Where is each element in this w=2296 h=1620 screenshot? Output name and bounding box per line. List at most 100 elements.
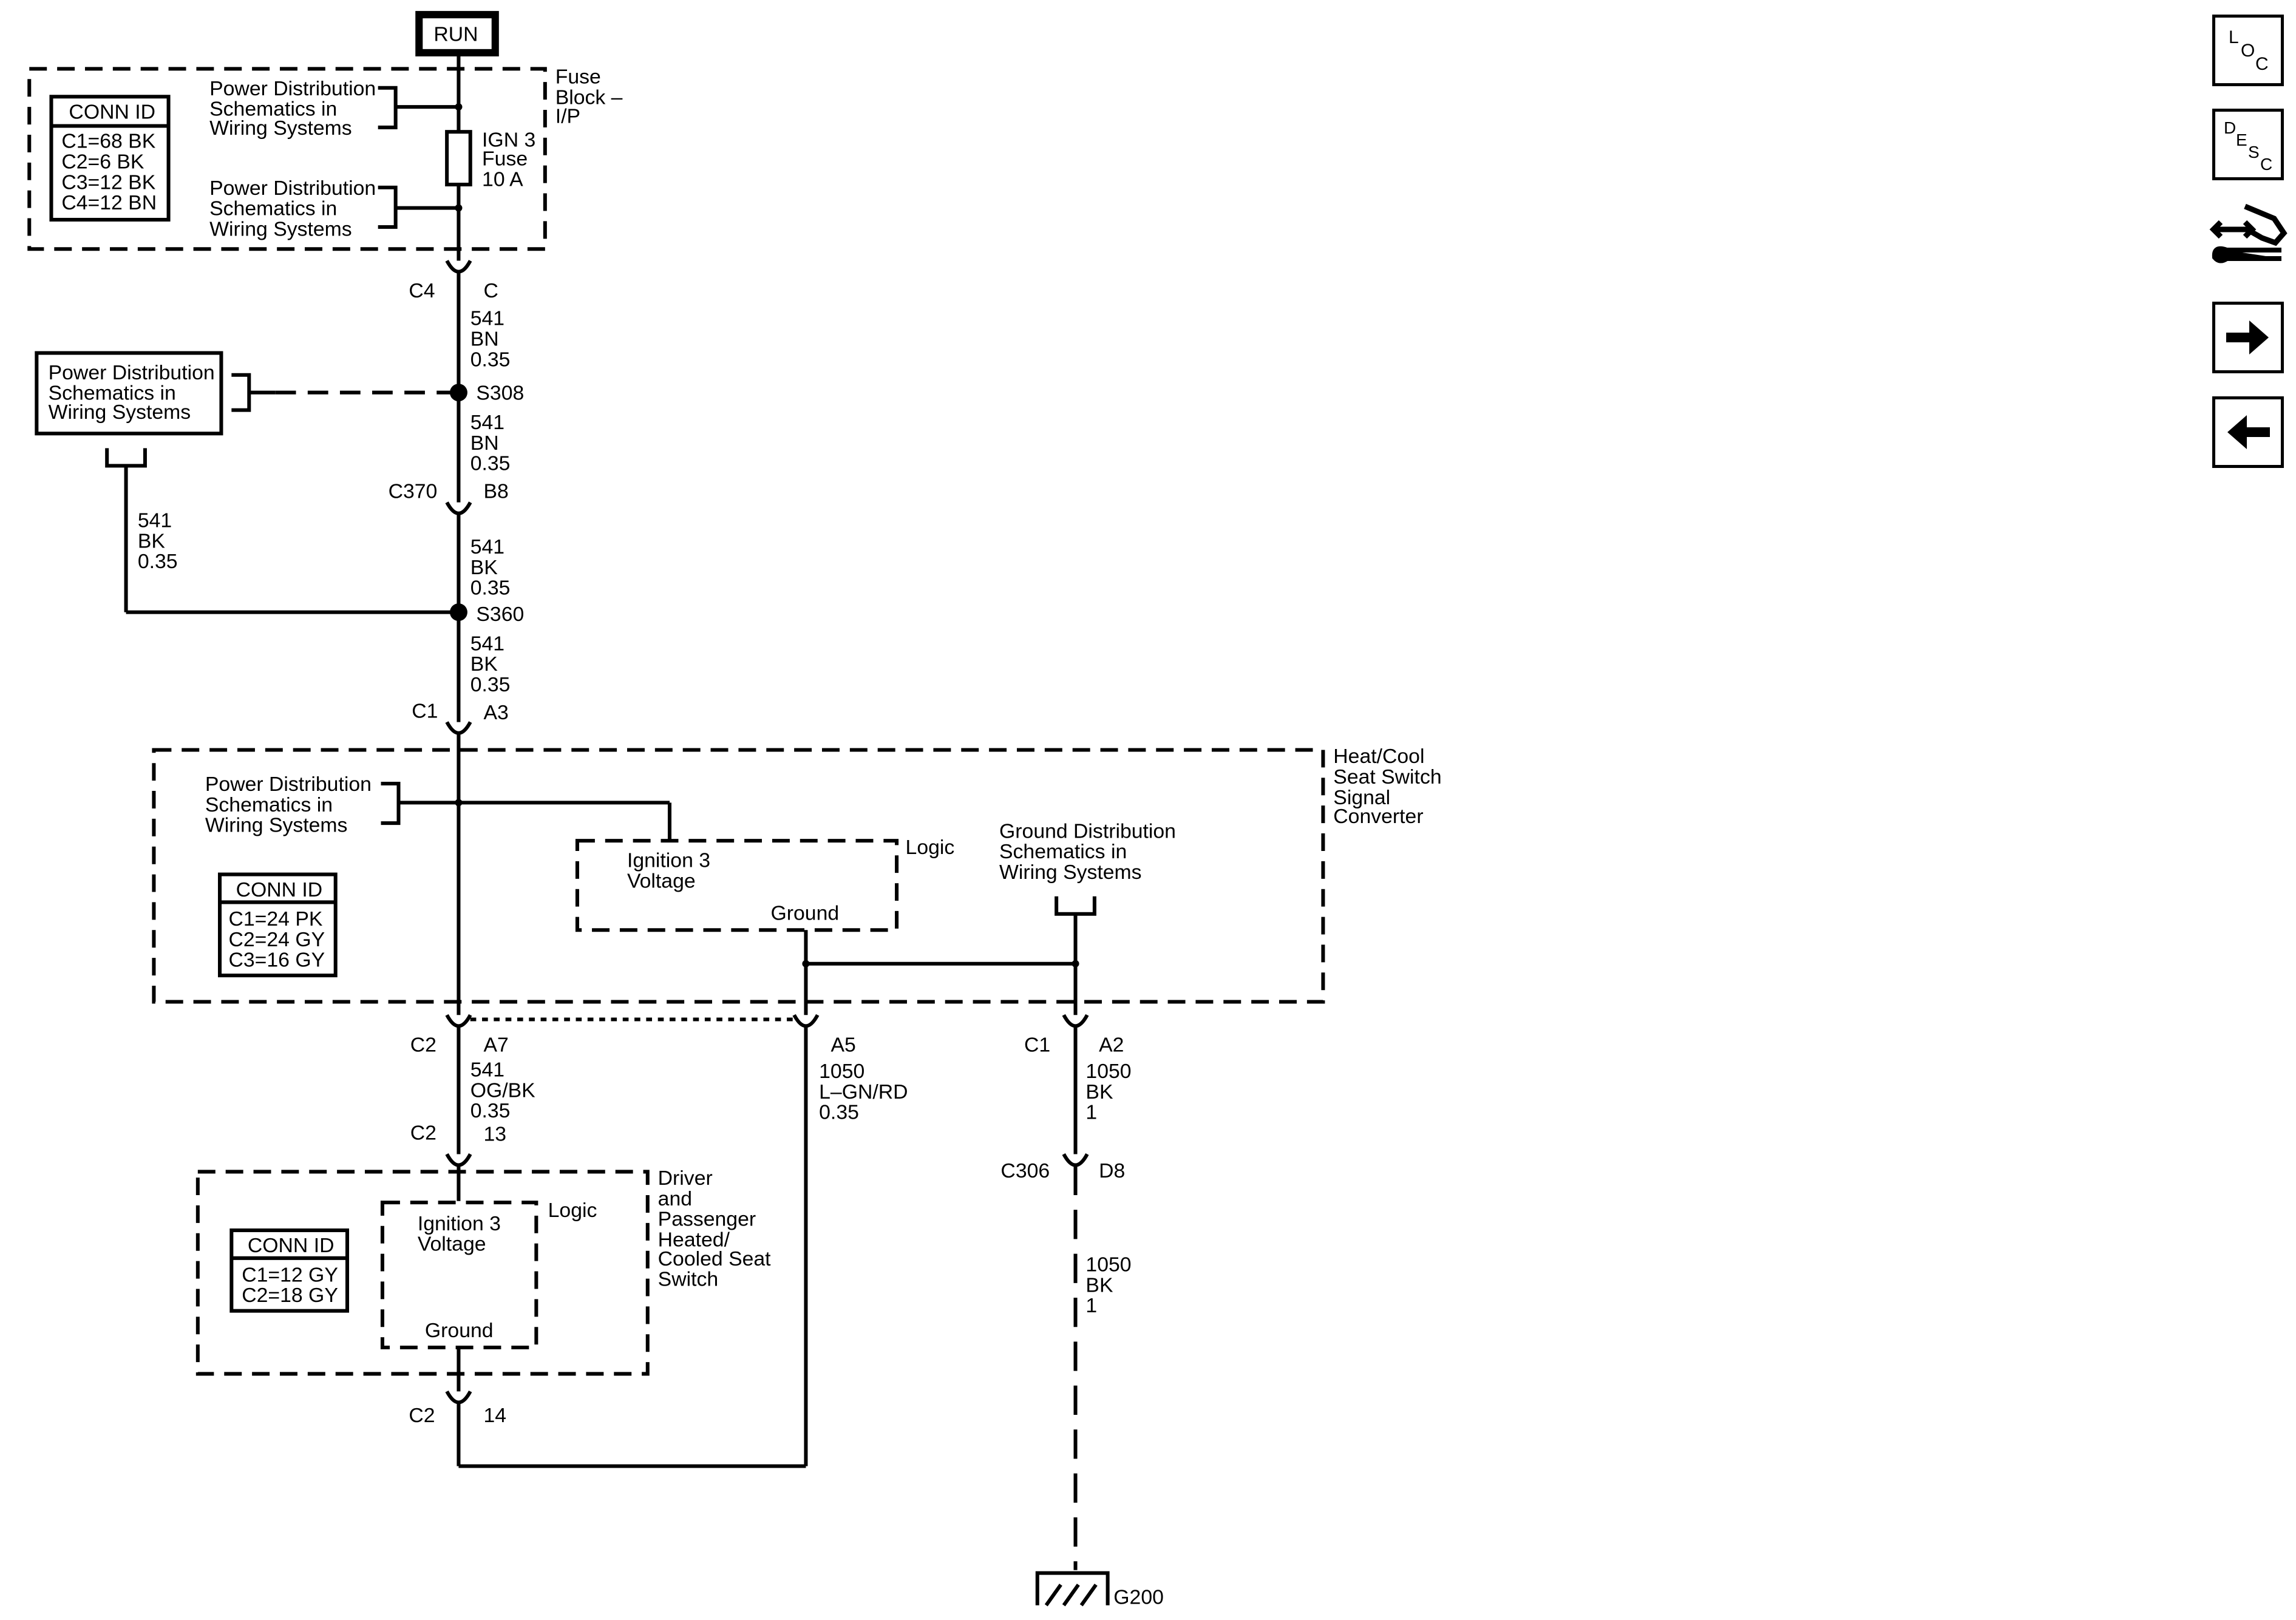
switch-conn-id-title: CONN ID [248, 1234, 335, 1257]
c370-pin: B8 [483, 480, 508, 503]
w6-size: 0.35 [819, 1101, 859, 1124]
conv-pd-3: Wiring Systems [205, 814, 348, 837]
fuse-block-name-3: I/P [555, 105, 580, 128]
pd-left-2: Schematics in [49, 382, 176, 405]
wleft-circuit: 541 [138, 509, 172, 532]
pd-ref-bottom-1: Power Distribution [209, 177, 376, 200]
fuse-label-2: Fuse [482, 147, 528, 171]
conv-pd-1: Power Distribution [205, 773, 372, 796]
s360-label: S360 [476, 603, 524, 626]
c306-name: C306 [1000, 1159, 1050, 1182]
desc-icon: D E S C [2224, 118, 2272, 174]
w6-circuit: 1050 [819, 1060, 864, 1083]
pd-ref-top-2: Schematics in [209, 98, 337, 121]
loc-button[interactable]: L O C [2212, 15, 2284, 86]
switch-name-5: Cooled Seat [658, 1247, 771, 1270]
w5-size: 0.35 [470, 1099, 511, 1122]
c1a2-name: C1 [1024, 1034, 1050, 1057]
pd-left-1: Power Distribution [49, 361, 215, 384]
conv-logic-label: Logic [906, 836, 955, 859]
pd-ref-bottom-2: Schematics in [209, 197, 337, 220]
w1-circuit: 541 [470, 307, 504, 330]
loc-letter-o: O [2241, 41, 2255, 61]
fuse-conn-id-4: C4=12 BN [61, 191, 157, 214]
desc-button[interactable]: D E S C [2212, 109, 2284, 180]
switch-name-2: and [658, 1187, 692, 1210]
conv-conn-id-2: C2=24 GY [229, 928, 325, 951]
gd-ref-3: Wiring Systems [999, 861, 1142, 884]
c2-14-name: C2 [409, 1404, 435, 1427]
fuse-conn-id-1: C1=68 BK [61, 130, 155, 153]
c2a7-name: C2 [410, 1034, 436, 1057]
w2-circuit: 541 [470, 411, 504, 434]
w3-size: 0.35 [470, 577, 511, 600]
a5-pin: A5 [830, 1034, 855, 1057]
fuse-conn-id-2: C2=6 BK [61, 151, 144, 174]
conv-conn-id-1: C1=24 PK [229, 907, 323, 930]
previous-button[interactable] [2212, 396, 2284, 468]
arrow-left-icon [2227, 415, 2270, 449]
w7-color: BK [1085, 1080, 1113, 1103]
fuse-label-1: IGN 3 [482, 128, 535, 151]
w1-color: BN [470, 327, 499, 350]
desc-letter-e: E [2236, 130, 2247, 149]
switch-name-1: Driver [658, 1167, 713, 1190]
fuse-block-name-2: Block – [555, 86, 623, 109]
c2-14-pin: 14 [483, 1404, 506, 1427]
pd-ref-top-3: Wiring Systems [209, 117, 352, 140]
pd-left-3: Wiring Systems [49, 401, 191, 424]
desc-letter-s: S [2248, 143, 2260, 161]
switch-conn-id-1: C1=12 GY [242, 1263, 338, 1286]
next-button[interactable] [2212, 302, 2284, 373]
converter-name-4: Converter [1333, 805, 1423, 828]
loc-letter-l: L [2229, 27, 2239, 47]
desc-letter-d: D [2224, 118, 2236, 137]
switch-ign-2: Voltage [418, 1233, 486, 1256]
fuse-conn-id-title: CONN ID [69, 100, 155, 123]
converter-name-3: Signal [1333, 786, 1390, 809]
w4-size: 0.35 [470, 673, 511, 696]
conv-pd-2: Schematics in [205, 793, 333, 816]
desc-letter-c: C [2260, 155, 2272, 174]
conv-ign-2: Voltage [627, 869, 696, 892]
conv-ground-label: Ground [771, 901, 840, 924]
converter-name-2: Seat Switch [1333, 765, 1441, 788]
gd-ref-1: Ground Distribution [999, 819, 1176, 842]
w5-color: OG/BK [470, 1079, 535, 1102]
c4-pin: C [483, 279, 498, 302]
w7-size: 1 [1085, 1101, 1097, 1124]
c306-pin: D8 [1099, 1159, 1125, 1182]
c4-name: C4 [409, 279, 435, 302]
switch-ign-1: Ignition 3 [418, 1212, 501, 1235]
fuse-label-3: 10 A [482, 168, 523, 191]
pd-ref-top-1: Power Distribution [209, 77, 376, 100]
w1-size: 0.35 [470, 348, 511, 371]
loc-icon: L O C [2229, 27, 2269, 74]
c1a3-pin: A3 [483, 701, 508, 724]
converter-name-1: Heat/Cool [1333, 745, 1424, 768]
s308-label: S308 [476, 382, 524, 405]
component-wrench-icon [2209, 203, 2288, 263]
w3-color: BK [470, 556, 498, 579]
w4-color: BK [470, 652, 498, 676]
w2-color: BN [470, 432, 499, 455]
c370-name: C370 [389, 480, 438, 503]
w3-circuit: 541 [470, 535, 504, 558]
w4-circuit: 541 [470, 632, 504, 655]
run-label: RUN [433, 23, 478, 46]
g200-label: G200 [1113, 1585, 1164, 1608]
c2-13-pin: 13 [483, 1123, 506, 1146]
switch-name-6: Switch [658, 1268, 718, 1291]
component-wrench-button[interactable] [2209, 195, 2288, 274]
w8-size: 1 [1085, 1294, 1097, 1317]
pd-ref-bottom-3: Wiring Systems [209, 218, 352, 241]
w8-circuit: 1050 [1085, 1253, 1131, 1276]
c1a2-pin: A2 [1099, 1034, 1124, 1057]
c1a3-name: C1 [412, 699, 438, 722]
loc-letter-c: C [2255, 54, 2269, 74]
fuse-block-name-1: Fuse [555, 66, 601, 89]
switch-ground-label: Ground [425, 1319, 494, 1342]
fuse-conn-id-3: C3=12 BK [61, 171, 155, 194]
w5-circuit: 541 [470, 1059, 504, 1082]
